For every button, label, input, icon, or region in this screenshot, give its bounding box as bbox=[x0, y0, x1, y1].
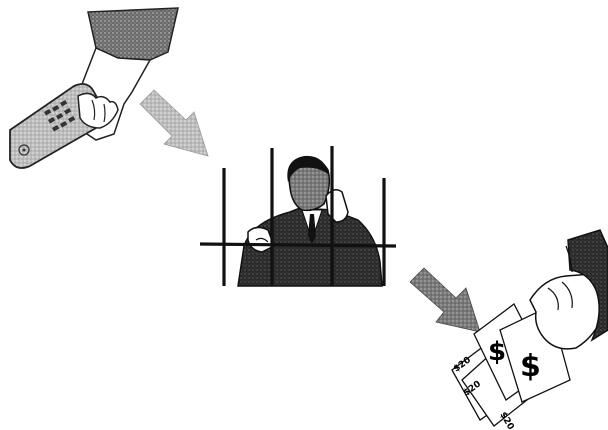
man-behind-bars-icon bbox=[199, 146, 397, 287]
fingers bbox=[77, 92, 119, 129]
arrow-2 bbox=[409, 267, 481, 333]
arrow-1 bbox=[139, 89, 209, 157]
diagonal-arrow-icon bbox=[409, 267, 481, 333]
dollar-sign: $ bbox=[488, 337, 506, 367]
sleeve bbox=[567, 229, 608, 342]
diagonal-arrow-icon bbox=[139, 89, 209, 157]
jail-bars bbox=[199, 146, 397, 286]
hand bbox=[529, 273, 605, 350]
hand-holding-cash-icon: $ $ $20 $20 $20 bbox=[451, 229, 608, 430]
hand-holding-phone-icon bbox=[9, 7, 179, 169]
dollar-sign: $ bbox=[520, 349, 541, 384]
